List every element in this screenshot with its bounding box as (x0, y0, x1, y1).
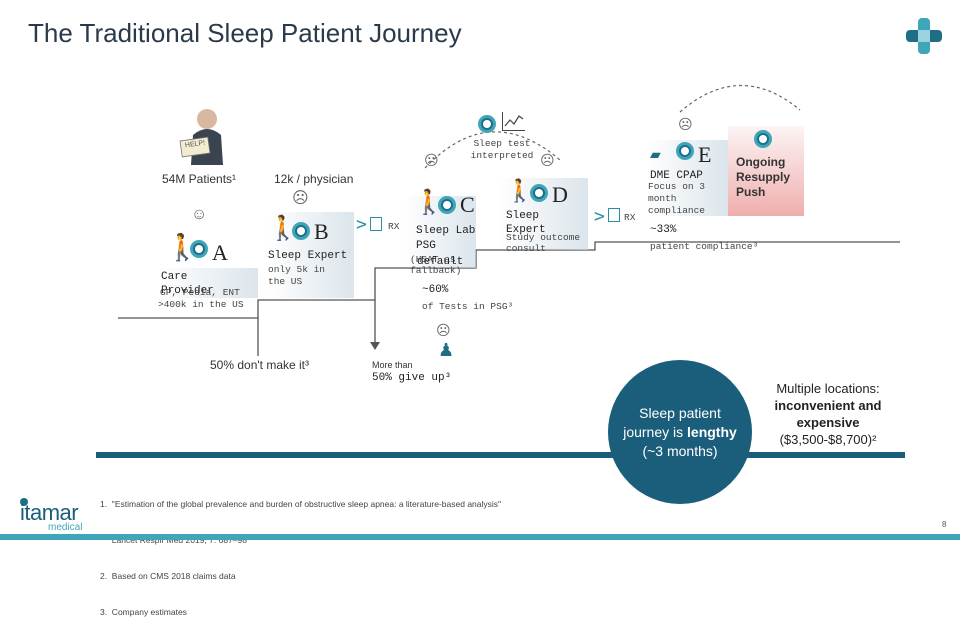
footnote-2: 2. Based on CMS 2018 claims data (100, 571, 236, 581)
chevron-right-icon-1: > (356, 214, 367, 235)
brand-cross-icon (906, 18, 942, 54)
multiple-locations-text: Multiple locations: inconvenient and exp… (760, 380, 896, 448)
circle-text-2: (~3 months) (642, 443, 718, 459)
rx-label-2: RX (624, 212, 636, 223)
pin-icon-ongoing (754, 130, 772, 148)
step-b-label: Sleep Expert (268, 250, 348, 262)
step-c-letter: C (460, 192, 475, 217)
smile-icon-c: ☹ (424, 152, 439, 168)
step-b-sub: only 5k in the US (268, 264, 326, 287)
sitting-person-icon: ♟ (438, 340, 455, 360)
compliance-percentage: ~33% (650, 224, 677, 236)
logo-word: itamar (20, 500, 79, 525)
circle-text-bold: lengthy (687, 424, 737, 440)
patient-illustration: HELP! (175, 105, 235, 165)
step-c-label: Sleep Lab PSG (416, 225, 476, 252)
lengthy-journey-circle (608, 360, 752, 504)
pin-icon-c (438, 196, 456, 214)
psg-percentage: ~60% (422, 284, 449, 296)
ongoing-label: Ongoing Resupply Push (736, 155, 791, 199)
smile-icon-test: ☹ (540, 152, 555, 168)
step-e-letter: E (698, 142, 712, 167)
step-e-sub: Focus on 3 month compliance (648, 181, 706, 216)
footnote-3: 3. Company estimates (100, 607, 187, 617)
psg-percentage-sub: of Tests in PSG³ (422, 301, 514, 312)
step-a-sub2: >400k in the US (158, 299, 244, 310)
step-d-label: Sleep Expert (506, 210, 546, 236)
logo-sub: medical (48, 522, 83, 533)
sleeper-icon-e: ▰ (650, 146, 661, 162)
pin-icon-test (478, 115, 496, 133)
step-e-label: DME CPAP (650, 170, 703, 182)
step-c-default: default (417, 256, 464, 268)
dont-make-it-label: 50% don't make it³ (210, 358, 310, 372)
lengthy-journey-text: Sleep patient journey is lengthy (~3 mon… (620, 404, 740, 461)
page-number: 8 (942, 520, 947, 529)
pin-icon-d (530, 184, 548, 202)
bottom-bar (0, 534, 960, 540)
step-c-sub: (HSAT as fallback) (410, 254, 462, 276)
sleep-test-label: Sleep test interpreted (470, 138, 534, 161)
journey-staircase (96, 84, 905, 458)
panel-a (158, 268, 258, 298)
chevron-right-icon-2: > (594, 206, 605, 227)
compliance-sub: patient compliance³ (650, 241, 759, 252)
step-a-sub1: GP, Pedia, ENT (160, 287, 240, 298)
sad-icon-give-up: ☹ (436, 322, 451, 338)
physician-label: 12k / physician (274, 172, 354, 186)
itamar-logo-icon (20, 498, 28, 506)
multiple-line1: Multiple locations: (776, 381, 880, 396)
multiple-tail: ($3,500-$8,700)² (779, 432, 877, 447)
step-b-letter: B (314, 219, 329, 244)
document-icon-1 (370, 217, 382, 231)
chart-icon-test (502, 112, 525, 131)
smile-icon-e: ☹ (678, 116, 693, 132)
smile-icon-b: ☹ (292, 190, 309, 207)
panel-b (268, 212, 354, 298)
rx-label-1: RX (388, 221, 400, 232)
give-up-label: 50% give up³ (372, 372, 452, 384)
smile-icon-a: ☺ (191, 206, 208, 223)
more-than-label: More than (372, 360, 413, 370)
page-title: The Traditional Sleep Patient Journey (28, 18, 462, 48)
patients-label: 54M Patients¹ (162, 172, 237, 186)
document-icon-2 (608, 208, 620, 222)
circle-text-1: Sleep patient journey is (623, 405, 721, 440)
step-d-sub: Study outcome consult (506, 232, 581, 254)
footnotes: 1. "Estimation of the global prevalence … (100, 474, 501, 630)
pin-icon-e (676, 142, 694, 160)
footnote-1: 1. "Estimation of the global prevalence … (100, 499, 502, 509)
multiple-bold: inconvenient and expensive (774, 398, 882, 430)
walker-icon-d: 🚶 (506, 178, 534, 203)
pin-icon-b (292, 222, 310, 240)
step-a-label: Care Provider (161, 271, 214, 297)
step-d-letter: D (552, 182, 568, 207)
pin-icon-a (190, 240, 208, 258)
step-a-letter: A (212, 240, 228, 265)
